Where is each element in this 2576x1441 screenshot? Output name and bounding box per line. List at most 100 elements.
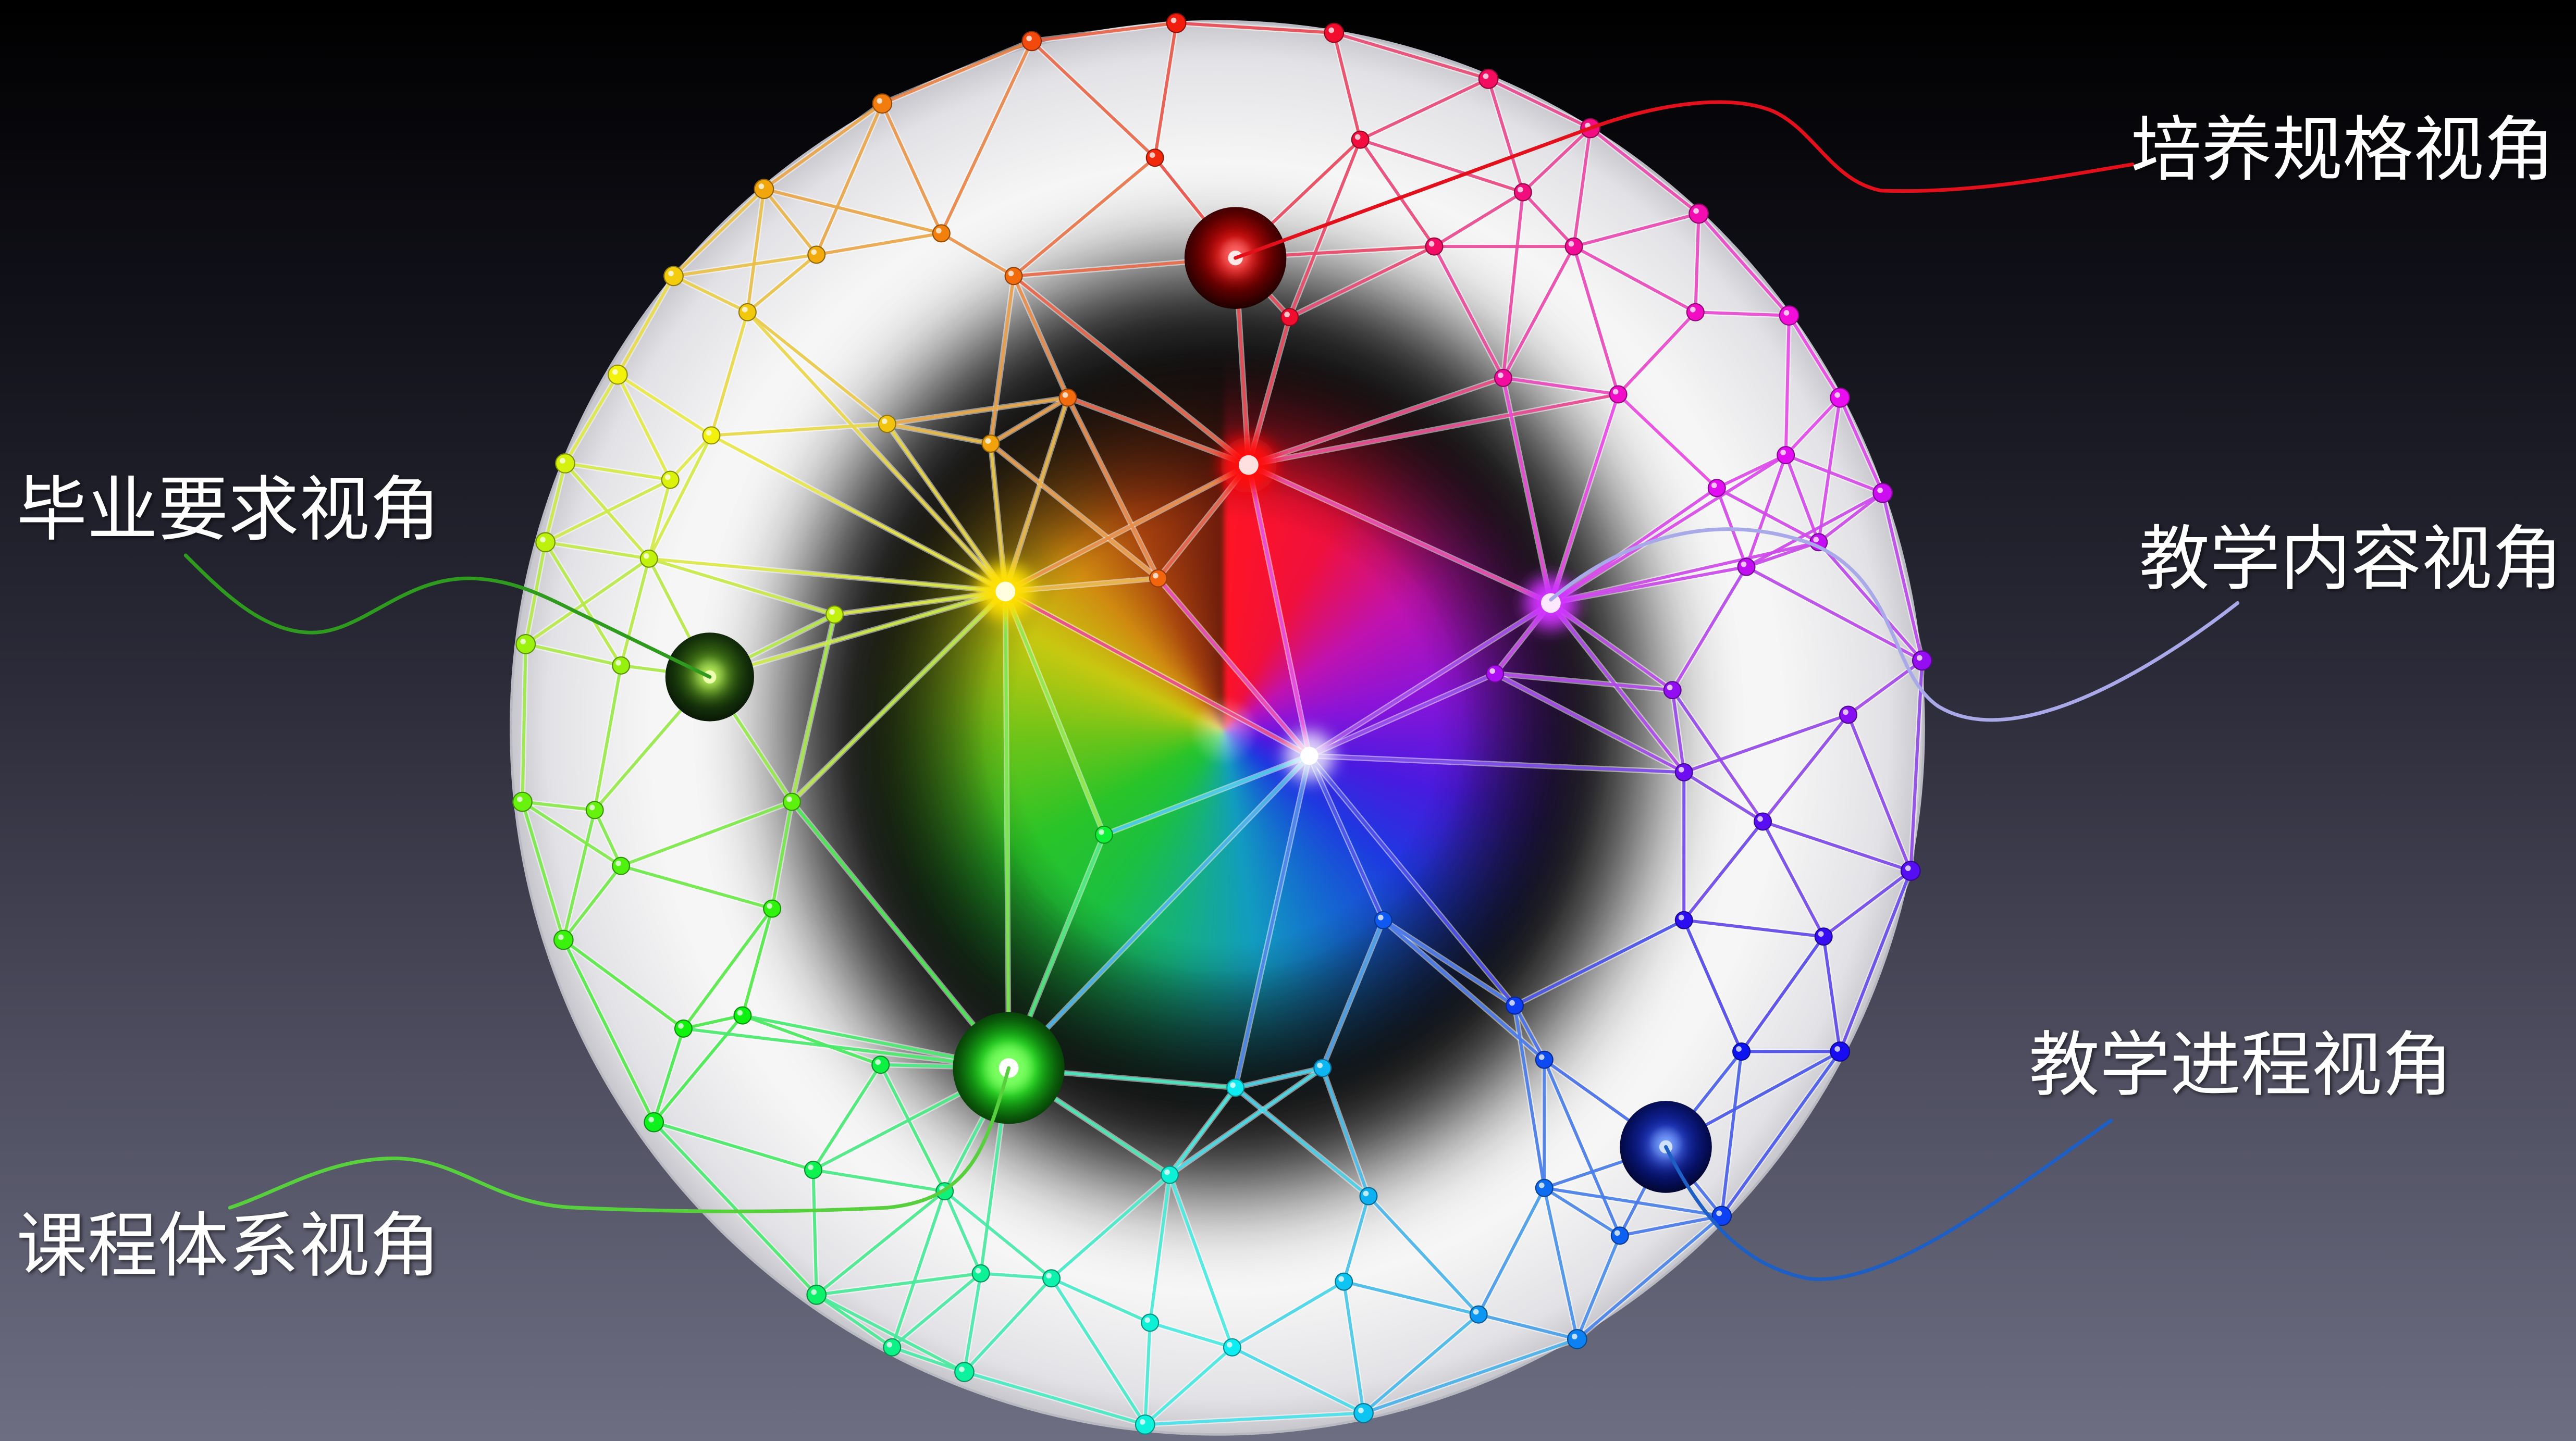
node-shine	[936, 228, 942, 233]
node-shine	[520, 639, 526, 644]
network-node	[608, 365, 627, 384]
network-node	[1664, 681, 1681, 699]
network-edge	[621, 866, 772, 909]
network-node	[1536, 1051, 1553, 1069]
network-node	[826, 606, 843, 623]
network-edge	[1323, 920, 1384, 1068]
network-edge	[1699, 214, 1789, 316]
network-edge	[1014, 158, 1155, 276]
node-shine	[1613, 389, 1619, 395]
network-node	[1161, 1166, 1178, 1184]
network-node	[675, 1020, 692, 1037]
network-node	[1733, 1043, 1750, 1060]
network-edge	[1823, 937, 1840, 1052]
node-shine	[1429, 241, 1435, 247]
node-shine	[558, 935, 564, 940]
node-shine	[1679, 767, 1684, 773]
node-shine	[1690, 307, 1696, 313]
network-node	[1689, 204, 1708, 223]
node-shine	[1150, 152, 1155, 158]
network-node	[933, 225, 950, 242]
node-shine	[1489, 668, 1495, 674]
node-shine	[1230, 1082, 1236, 1088]
network-edge	[945, 1191, 1052, 1278]
network-edge	[1684, 822, 1762, 920]
glow-core	[1239, 455, 1259, 475]
network-node	[516, 635, 535, 654]
network-node	[1913, 651, 1932, 670]
network-edge	[1344, 1282, 1478, 1314]
network-edge	[747, 312, 1005, 591]
node-shine	[1008, 270, 1014, 276]
network-edge	[1618, 312, 1695, 394]
network-node	[536, 533, 555, 552]
node-shine	[1171, 18, 1177, 23]
node-shine	[1877, 488, 1883, 493]
node-shine	[517, 797, 523, 802]
network-node	[972, 1265, 990, 1282]
node-shine	[612, 369, 618, 375]
teaching-content-label: 教学内容视角	[2139, 518, 2562, 600]
node-shine	[1338, 1276, 1344, 1282]
node-shine	[665, 475, 671, 480]
node-shine	[758, 183, 764, 189]
network-edge	[1434, 192, 1523, 246]
network-node	[1022, 32, 1041, 51]
network-edge	[1503, 378, 1618, 394]
node-shine	[959, 1367, 965, 1372]
network-edge	[1150, 1323, 1232, 1347]
network-edge	[1848, 661, 1922, 715]
glow-core	[995, 581, 1015, 601]
network-edge	[1577, 1216, 1721, 1339]
network-edge	[1005, 591, 1104, 835]
network-node	[1566, 238, 1583, 255]
network-node	[513, 792, 532, 812]
network-node	[1708, 479, 1725, 496]
network-node	[808, 246, 825, 263]
network-node	[1360, 1188, 1377, 1205]
network-edge	[882, 104, 941, 233]
network-edge	[1344, 1282, 1364, 1413]
node-shine	[1153, 573, 1158, 579]
network-node	[1147, 149, 1164, 166]
network-edge	[1742, 937, 1824, 1052]
network-edge	[1334, 33, 1360, 140]
network-edge	[546, 463, 565, 542]
network-edge	[1515, 920, 1684, 1005]
network-edge	[1170, 1088, 1236, 1175]
network-edge	[1591, 128, 1699, 214]
node-shine	[976, 1268, 981, 1274]
network-node	[982, 435, 1000, 452]
node-shine	[1227, 1342, 1232, 1348]
network-node	[805, 1161, 822, 1178]
network-edge	[772, 802, 792, 909]
network-edge	[1009, 756, 1310, 1068]
node-shine	[1363, 1191, 1369, 1197]
network-node	[1043, 1270, 1060, 1287]
network-node	[1830, 1042, 1850, 1061]
network-edge	[1249, 394, 1618, 465]
training-spec-label: 培养规格视角	[2131, 108, 2555, 191]
node-shine	[1917, 655, 1922, 661]
network-edge	[1383, 920, 1514, 1005]
network-edge	[1145, 1347, 1232, 1424]
node-shine	[1140, 1419, 1145, 1425]
node-shine	[1818, 931, 1824, 937]
network-edge	[1344, 1196, 1369, 1282]
node-shine	[678, 1023, 684, 1029]
network-edge	[1684, 920, 1823, 937]
network-edge	[1551, 394, 1618, 603]
node-shine	[1378, 915, 1384, 921]
network-edge	[817, 1295, 892, 1347]
network-edge	[621, 802, 792, 866]
node-shine	[1063, 392, 1068, 398]
network-node	[662, 471, 679, 489]
network-edge	[1364, 1314, 1479, 1413]
node-shine	[1317, 1063, 1323, 1069]
node-shine	[1757, 816, 1763, 822]
node-shine	[540, 537, 546, 542]
network-node	[1227, 1079, 1244, 1097]
network-edge	[1249, 465, 1310, 756]
network-node	[1514, 184, 1532, 201]
node-shine	[1693, 208, 1699, 214]
